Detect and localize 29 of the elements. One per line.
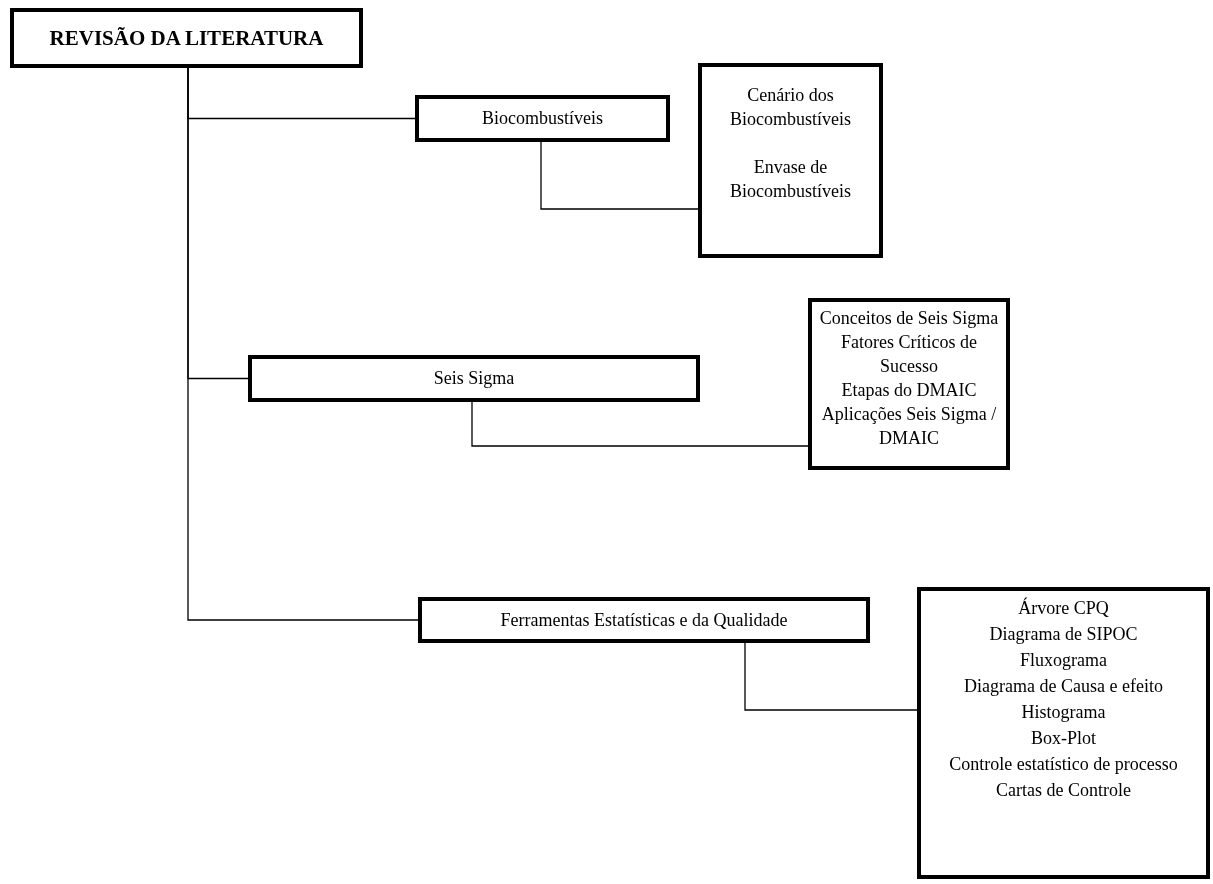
list-item-text: Cenário dos Biocombustíveis — [729, 84, 852, 131]
list-item-text: Envase de Biocombustíveis — [729, 156, 852, 203]
title-box — [10, 8, 363, 68]
connector-line — [744, 642, 918, 711]
list-item-text: Histograma — [1020, 701, 1107, 724]
list-item-text: Aplicações Seis Sigma / DMAIC — [820, 403, 998, 450]
topic-box — [415, 95, 670, 142]
topic-text: Biocombustíveis — [482, 107, 603, 130]
list-item-text: Diagrama de SIPOC — [988, 623, 1139, 646]
list-item-text: Cartas de Controle — [995, 779, 1132, 802]
title-text: REVISÃO DA LITERATURA — [49, 24, 324, 52]
list-item-text: Fluxograma — [1019, 649, 1108, 672]
topic-box — [418, 597, 870, 643]
list-item-text: Conceitos de Seis Sigma — [818, 307, 1000, 330]
list-box — [808, 298, 1010, 470]
topic-text: Seis Sigma — [433, 367, 515, 390]
list-box — [698, 63, 883, 258]
connector-line — [540, 141, 699, 210]
list-box — [917, 587, 1210, 879]
list-item-text: Box-Plot — [1030, 727, 1097, 750]
list-item-text: Etapas do DMAIC — [840, 379, 978, 402]
topic-box — [248, 355, 700, 402]
topic-text: Ferramentas Estatísticas e da Qualidade — [500, 608, 788, 632]
list-item-text: Árvore CPQ — [1017, 596, 1110, 620]
connector-line — [471, 401, 809, 447]
list-item-text: Controle estatístico de processo — [949, 753, 1178, 776]
connector-line — [187, 67, 419, 621]
list-item-text: Fatores Críticos de Sucesso — [840, 331, 978, 378]
list-item-text: Diagrama de Causa e efeito — [963, 675, 1164, 698]
